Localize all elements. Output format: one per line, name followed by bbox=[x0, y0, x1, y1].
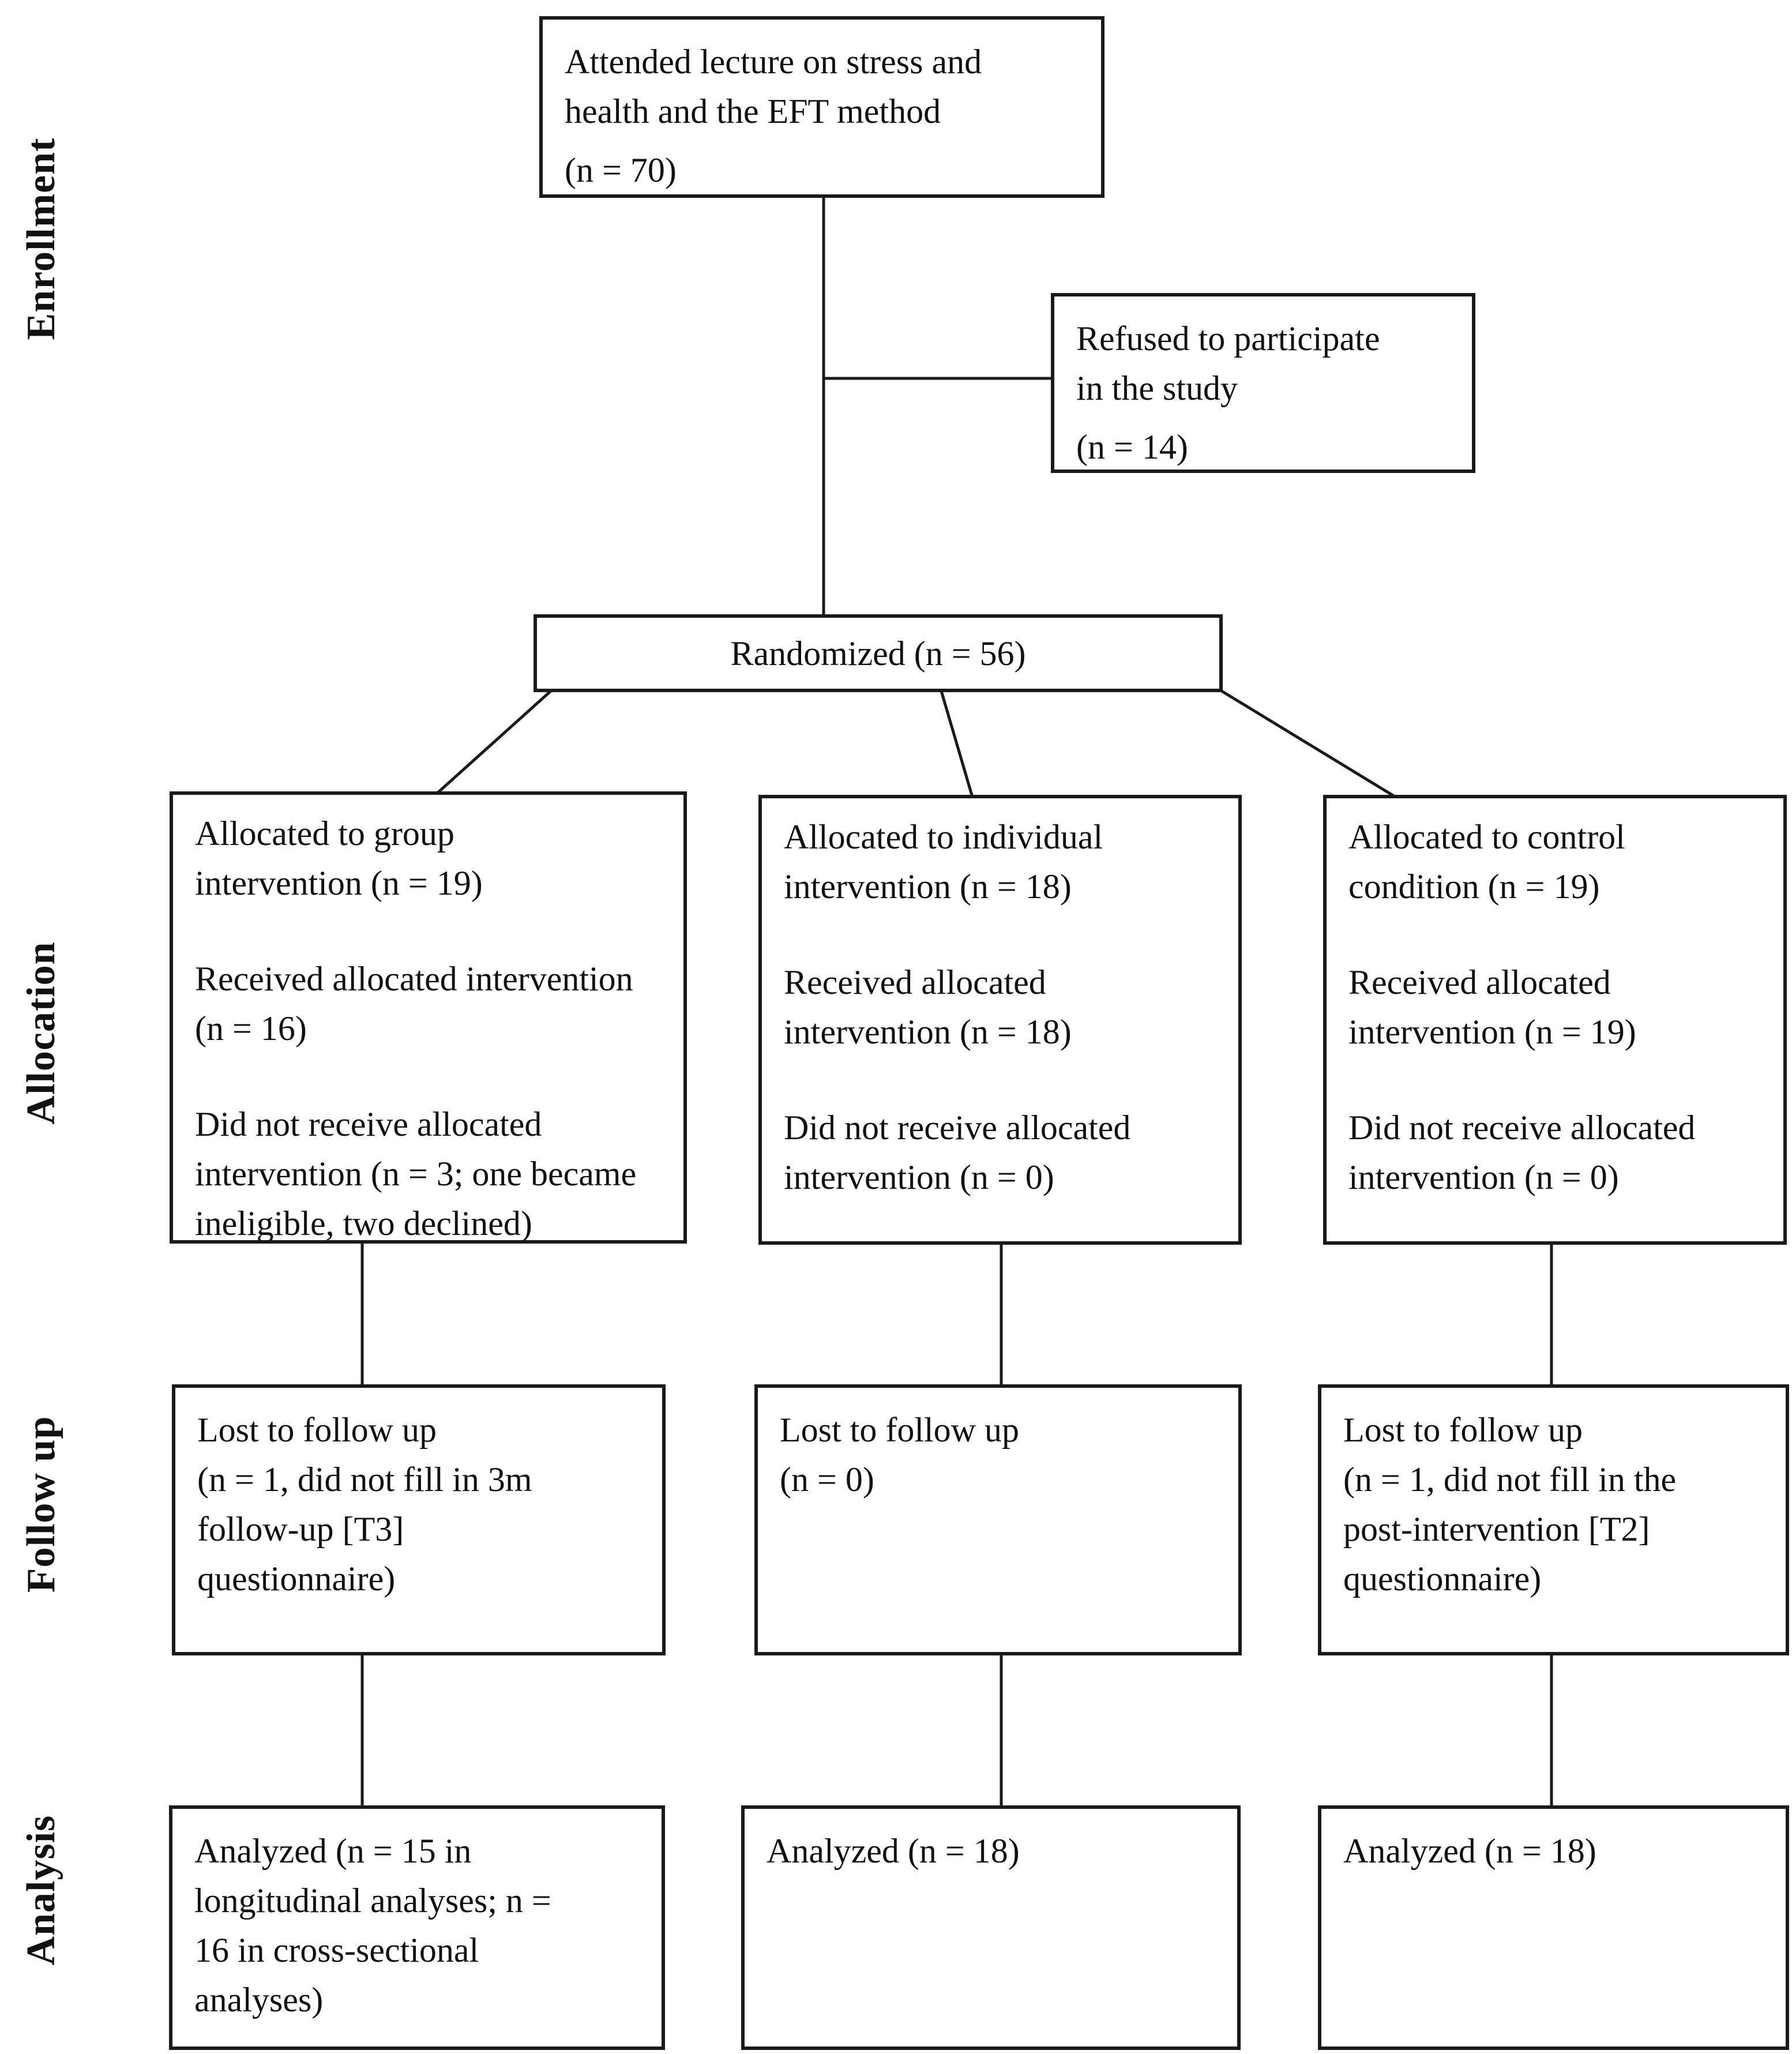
box-text-line: (n = 0) bbox=[780, 1460, 874, 1499]
box-text-line: Attended lecture on stress and bbox=[565, 43, 982, 81]
box-text-line: health and the EFT method bbox=[565, 92, 941, 130]
paragraph: Did not receive allocated intervention (… bbox=[784, 1103, 1228, 1202]
flow-box-randomized: Randomized (n = 56) bbox=[534, 614, 1223, 692]
paragraph: Allocated to control condition (n = 19) bbox=[1348, 812, 1773, 911]
flow-box-lost-group: Lost to follow up (n = 1, did not fill i… bbox=[172, 1384, 666, 1655]
box-text-line: Lost to follow up bbox=[1343, 1411, 1583, 1449]
paragraph: Received allocated intervention (n = 16) bbox=[195, 954, 673, 1053]
box-text-line: Lost to follow up bbox=[197, 1411, 437, 1449]
box-text-line: Refused to participate bbox=[1076, 320, 1380, 358]
box-text-line: intervention (n = 19) bbox=[1348, 1013, 1636, 1051]
flow-box-lost-individual: Lost to follow up (n = 0) bbox=[754, 1384, 1242, 1655]
stage-label-allocation: Allocation bbox=[19, 941, 63, 1125]
box-text-line: 16 in cross-sectional bbox=[194, 1931, 479, 1969]
box-text-line: intervention (n = 18) bbox=[784, 1013, 1072, 1051]
paragraph: Received allocated intervention (n = 19) bbox=[1348, 957, 1773, 1057]
box-text-line: questionnaire) bbox=[197, 1560, 396, 1598]
box-text-line: in the study bbox=[1076, 369, 1238, 407]
connector-randomized-to-group bbox=[435, 690, 552, 795]
box-text-line: analyses) bbox=[194, 1981, 324, 2019]
box-text-line: Received allocated bbox=[1348, 963, 1611, 1001]
box-text-line: intervention (n = 19) bbox=[195, 864, 483, 902]
paragraph: Did not receive allocated intervention (… bbox=[1348, 1103, 1773, 1202]
flow-box-attended-lecture: Attended lecture on stress and health an… bbox=[539, 16, 1104, 198]
connector-randomized-to-individual bbox=[940, 690, 974, 798]
box-text-line: condition (n = 19) bbox=[1348, 868, 1600, 906]
box-text-line: Analyzed (n = 15 in bbox=[194, 1832, 472, 1870]
box-text-line: ineligible, two declined) bbox=[195, 1204, 532, 1242]
paragraph: Received allocated intervention (n = 18) bbox=[784, 957, 1228, 1057]
box-text-line: Allocated to individual bbox=[784, 818, 1103, 856]
stage-label-analysis: Analysis bbox=[19, 1815, 63, 1966]
box-text-line: Analyzed (n = 18) bbox=[767, 1832, 1020, 1870]
box-text-line: Analyzed (n = 18) bbox=[1343, 1832, 1596, 1870]
box-text-line: Lost to follow up bbox=[780, 1411, 1019, 1449]
box-text-line: intervention (n = 3; one became bbox=[195, 1155, 637, 1193]
flow-box-allocated-individual: Allocated to individual intervention (n … bbox=[758, 795, 1242, 1245]
flow-box-lost-control: Lost to follow up (n = 1, did not fill i… bbox=[1318, 1384, 1789, 1655]
box-text-line: (n = 16) bbox=[195, 1009, 307, 1047]
box-text-line: Did not receive allocated bbox=[195, 1105, 542, 1143]
flow-box-refused: Refused to participate in the study (n =… bbox=[1051, 293, 1475, 473]
paragraph: Allocated to individual intervention (n … bbox=[784, 812, 1228, 911]
box-text-line: Randomized (n = 56) bbox=[730, 634, 1026, 673]
flow-box-analyzed-group: Analyzed (n = 15 in longitudinal analyse… bbox=[169, 1805, 665, 2050]
box-text-line: Did not receive allocated bbox=[1348, 1109, 1696, 1147]
stage-label-follow-up: Follow up bbox=[19, 1415, 63, 1593]
box-text-line: Did not receive allocated bbox=[784, 1109, 1131, 1147]
connector-randomized-to-control bbox=[1220, 689, 1397, 799]
box-text-line: follow-up [T3] bbox=[197, 1510, 404, 1548]
box-text-line: (n = 70) bbox=[565, 151, 677, 189]
box-text-line: longitudinal analyses; n = bbox=[194, 1882, 551, 1920]
box-text-line: Allocated to control bbox=[1348, 818, 1625, 856]
flow-box-allocated-control: Allocated to control condition (n = 19) … bbox=[1323, 795, 1787, 1245]
box-text-line: (n = 1, did not fill in 3m bbox=[197, 1460, 532, 1499]
stage-label-enrollment: Enrollment bbox=[19, 137, 63, 340]
flow-box-analyzed-control: Analyzed (n = 18) bbox=[1318, 1805, 1789, 2050]
box-text-line: Allocated to group bbox=[195, 814, 454, 853]
box-text-line: questionnaire) bbox=[1343, 1560, 1542, 1598]
box-text-line: (n = 14) bbox=[1076, 428, 1188, 466]
box-text-line: (n = 1, did not fill in the bbox=[1343, 1460, 1677, 1499]
paragraph: Did not receive allocated intervention (… bbox=[195, 1099, 673, 1248]
flow-box-analyzed-individual: Analyzed (n = 18) bbox=[741, 1805, 1241, 2050]
box-text-line: Received allocated intervention bbox=[195, 960, 633, 998]
box-text-line: post-intervention [T2] bbox=[1343, 1510, 1650, 1548]
box-text-line: intervention (n = 18) bbox=[784, 868, 1072, 906]
flow-box-allocated-group: Allocated to group intervention (n = 19)… bbox=[170, 791, 687, 1244]
box-text-line: intervention (n = 0) bbox=[1348, 1158, 1619, 1196]
box-text-line: intervention (n = 0) bbox=[784, 1158, 1054, 1196]
box-text-line: Received allocated bbox=[784, 963, 1046, 1001]
paragraph: Allocated to group intervention (n = 19) bbox=[195, 809, 673, 908]
